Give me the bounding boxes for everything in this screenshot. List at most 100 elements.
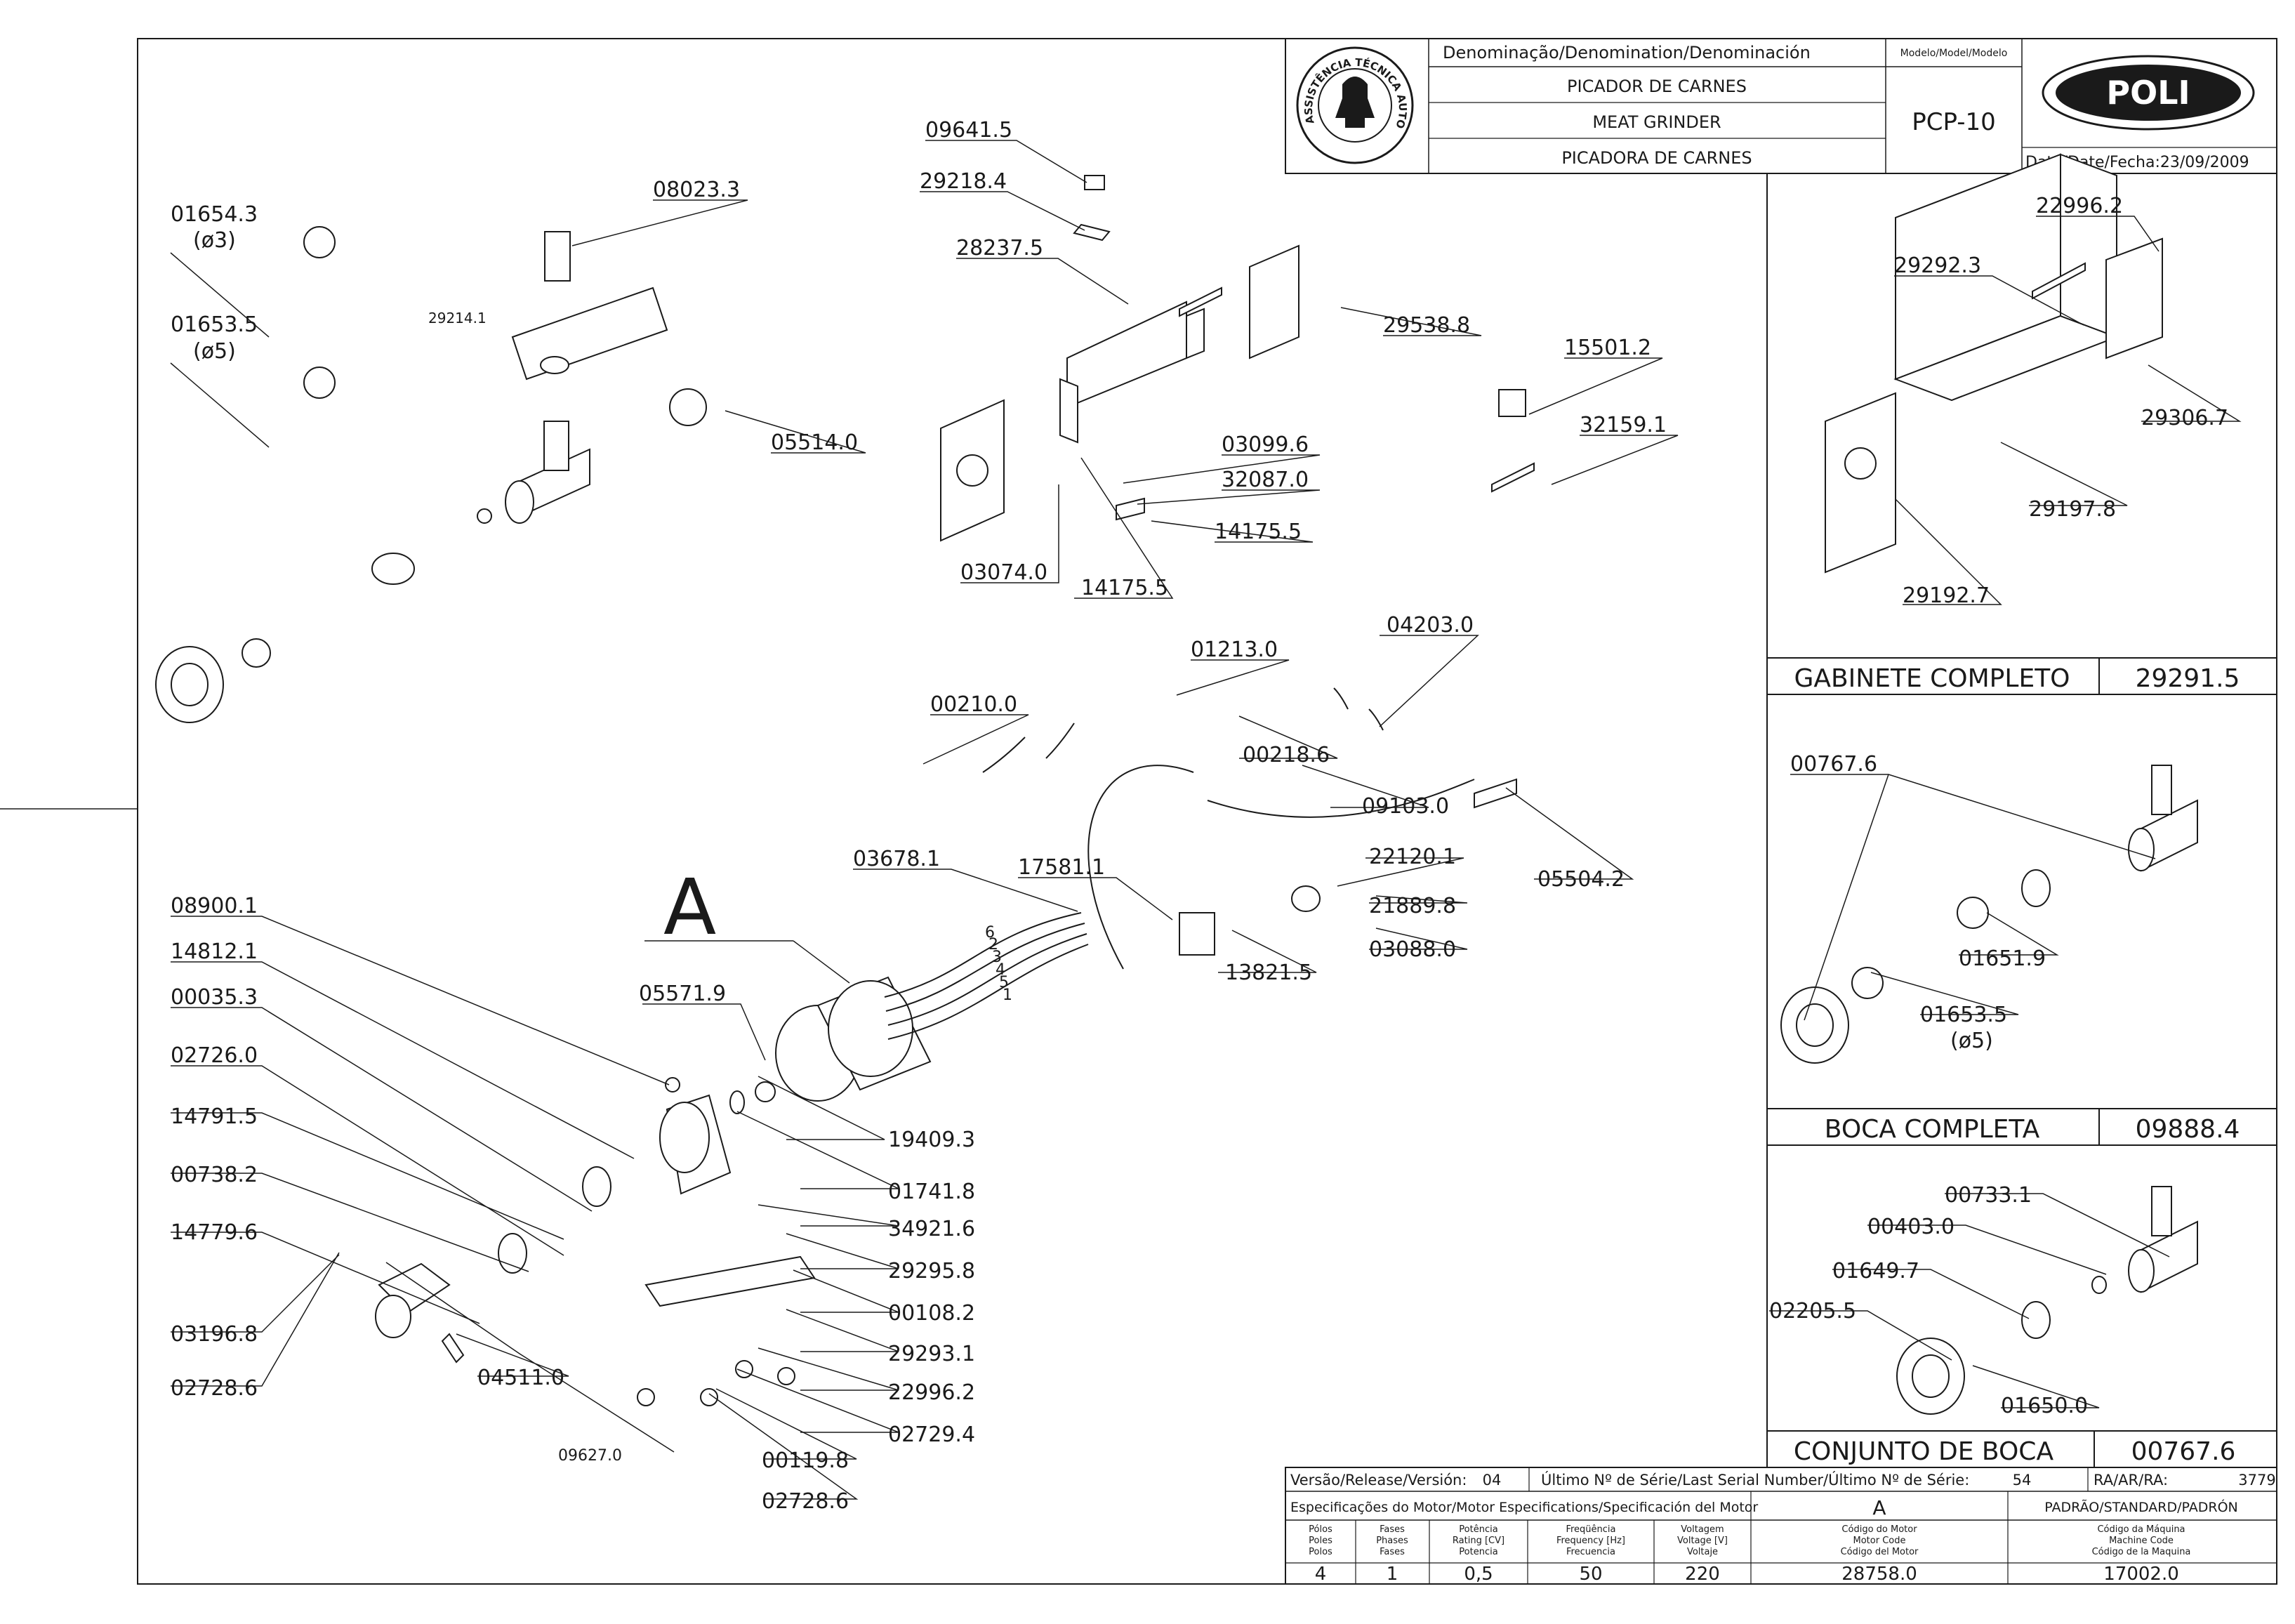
ra-label: RA/AR/RA: bbox=[2094, 1472, 2168, 1488]
spec-footer: Versão/Release/Versión: 04 Último Nº de … bbox=[1285, 1467, 2277, 1585]
svg-text:2: 2 bbox=[988, 936, 998, 953]
part-label: 03678.1 bbox=[853, 847, 940, 871]
part-label: 29214.1 bbox=[428, 310, 487, 326]
svg-text:Código del Motor: Código del Motor bbox=[1841, 1547, 1919, 1557]
part-label: 03196.8 bbox=[171, 1322, 258, 1347]
part-label: 29218.4 bbox=[920, 169, 1007, 194]
part-label: (ø5) bbox=[193, 339, 236, 364]
part-label: 00738.2 bbox=[171, 1163, 258, 1187]
svg-text:4: 4 bbox=[996, 961, 1005, 979]
svg-text:Machine Code: Machine Code bbox=[2109, 1536, 2174, 1546]
part-label: 34921.6 bbox=[888, 1217, 975, 1241]
phases-value: 1 bbox=[1387, 1564, 1398, 1585]
part-label: 01651.9 bbox=[1959, 946, 2046, 971]
part-label: 09641.5 bbox=[925, 118, 1012, 143]
boca-title: BOCA COMPLETA bbox=[1825, 1115, 2040, 1144]
part-label: 29292.3 bbox=[1894, 253, 1981, 278]
part-label: 28237.5 bbox=[956, 236, 1043, 260]
part-label: 22120.1 bbox=[1369, 845, 1456, 869]
serial-value: 54 bbox=[2013, 1472, 2032, 1488]
svg-text:Rating [CV]: Rating [CV] bbox=[1453, 1536, 1504, 1546]
part-label: 00119.8 bbox=[762, 1448, 849, 1473]
part-label: 14175.5 bbox=[1081, 576, 1168, 600]
ra-value: 3779 bbox=[2238, 1472, 2275, 1488]
part-label: 00218.6 bbox=[1243, 743, 1330, 767]
voltage-value: 220 bbox=[1685, 1564, 1720, 1585]
part-label: 01653.5 bbox=[171, 312, 258, 337]
serial-label: Último Nº de Série/Last Serial Number/Úl… bbox=[1541, 1471, 1969, 1488]
svg-text:Potencia: Potencia bbox=[1459, 1547, 1497, 1557]
part-label: 01650.0 bbox=[2001, 1394, 2088, 1418]
svg-text:Código da Máquina: Código da Máquina bbox=[2097, 1524, 2185, 1535]
gearbox-parts bbox=[375, 1077, 816, 1406]
name-en: MEAT GRINDER bbox=[1592, 112, 1721, 132]
svg-text:Voltage [V]: Voltage [V] bbox=[1677, 1536, 1728, 1546]
poli-logo: POLI bbox=[2042, 55, 2255, 131]
svg-text:Código de la Maquina: Código de la Maquina bbox=[2092, 1547, 2191, 1557]
part-label: 09103.0 bbox=[1362, 794, 1449, 819]
part-label: 02728.6 bbox=[171, 1376, 258, 1401]
conjunto-title: CONJUNTO DE BOCA bbox=[1794, 1437, 2054, 1466]
part-label: 05514.0 bbox=[771, 430, 858, 455]
model-header: Modelo/Model/Modelo bbox=[1900, 48, 2008, 59]
svg-text:Código do Motor: Código do Motor bbox=[1841, 1524, 1917, 1535]
detail-letter-a: A bbox=[663, 862, 716, 952]
part-label: 02728.6 bbox=[762, 1489, 849, 1514]
part-label: 29306.7 bbox=[2141, 406, 2228, 430]
part-label: 00035.3 bbox=[171, 985, 258, 1010]
part-label: 29192.7 bbox=[1903, 583, 1990, 608]
part-label: 00403.0 bbox=[1867, 1215, 1955, 1239]
version-label: Versão/Release/Versión: bbox=[1290, 1472, 1467, 1488]
part-label: 15501.2 bbox=[1564, 336, 1651, 360]
part-label: 09627.0 bbox=[558, 1447, 622, 1465]
part-label: 03099.6 bbox=[1222, 433, 1309, 457]
part-label: 32159.1 bbox=[1580, 413, 1667, 437]
leader-lines bbox=[170, 140, 2242, 1500]
denomination-header: Denominação/Denomination/Denominación bbox=[1443, 43, 1811, 62]
part-label: 14812.1 bbox=[171, 939, 258, 964]
version-value: 04 bbox=[1483, 1472, 1502, 1488]
conjunto-code: 00767.6 bbox=[2131, 1437, 2236, 1466]
frequency-value: 50 bbox=[1579, 1564, 1602, 1585]
title-block: ASSISTÊNCIA TÉCNICA AUTORIZADA Denominaç… bbox=[0, 0, 2277, 174]
svg-text:Voltagem: Voltagem bbox=[1681, 1524, 1724, 1535]
part-label: 29293.1 bbox=[888, 1342, 975, 1366]
standard-label: PADRÃO/STANDARD/PADRÓN bbox=[2044, 1498, 2238, 1515]
part-label: (ø5) bbox=[1950, 1029, 1993, 1053]
part-label: 01653.5 bbox=[1920, 1003, 2007, 1027]
part-label: 02726.0 bbox=[171, 1043, 258, 1068]
svg-text:Frequency [Hz]: Frequency [Hz] bbox=[1556, 1536, 1625, 1546]
svg-text:Motor Code: Motor Code bbox=[1853, 1536, 1906, 1546]
right-panels: GABINETE COMPLETO 29291.5 BOCA COMPLETA … bbox=[1766, 153, 2277, 1468]
part-label: 02729.4 bbox=[888, 1422, 975, 1447]
svg-text:Pólos: Pólos bbox=[1309, 1524, 1332, 1535]
part-label: 14791.5 bbox=[171, 1104, 258, 1129]
authorized-service-seal: ASSISTÊNCIA TÉCNICA AUTORIZADA bbox=[0, 0, 1414, 164]
motor-and-wiring bbox=[775, 687, 1517, 1102]
main-exploded-view bbox=[155, 175, 1535, 1406]
part-label: 01654.3 bbox=[171, 202, 258, 227]
model-number: PCP-10 bbox=[1912, 108, 1996, 136]
svg-text:6: 6 bbox=[985, 924, 995, 942]
part-label: 01741.8 bbox=[888, 1180, 975, 1204]
part-label: 00733.1 bbox=[1945, 1183, 2032, 1208]
rating-value: 0,5 bbox=[1464, 1564, 1493, 1585]
svg-text:1: 1 bbox=[1003, 986, 1012, 1004]
part-label: 32087.0 bbox=[1222, 468, 1309, 492]
part-label: 08900.1 bbox=[171, 894, 258, 918]
svg-text:Voltaje: Voltaje bbox=[1687, 1547, 1718, 1557]
part-label: 14175.5 bbox=[1215, 520, 1302, 544]
cabinet-drawing bbox=[1825, 153, 2163, 574]
part-label: 05504.2 bbox=[1537, 867, 1625, 892]
part-label: 17581.1 bbox=[1018, 855, 1105, 880]
part-label: 13821.5 bbox=[1225, 960, 1312, 985]
part-label: 22996.2 bbox=[2036, 194, 2123, 218]
part-label: 00767.6 bbox=[1790, 752, 1877, 777]
svg-text:Freqüência: Freqüência bbox=[1566, 1524, 1615, 1535]
part-label: 14779.6 bbox=[171, 1220, 258, 1245]
part-label: (ø3) bbox=[193, 228, 236, 253]
svg-text:Potência: Potência bbox=[1459, 1524, 1497, 1535]
grinder-head-parts bbox=[155, 226, 707, 723]
part-label: 29197.8 bbox=[2029, 497, 2116, 522]
part-label: 00210.0 bbox=[930, 692, 1017, 717]
